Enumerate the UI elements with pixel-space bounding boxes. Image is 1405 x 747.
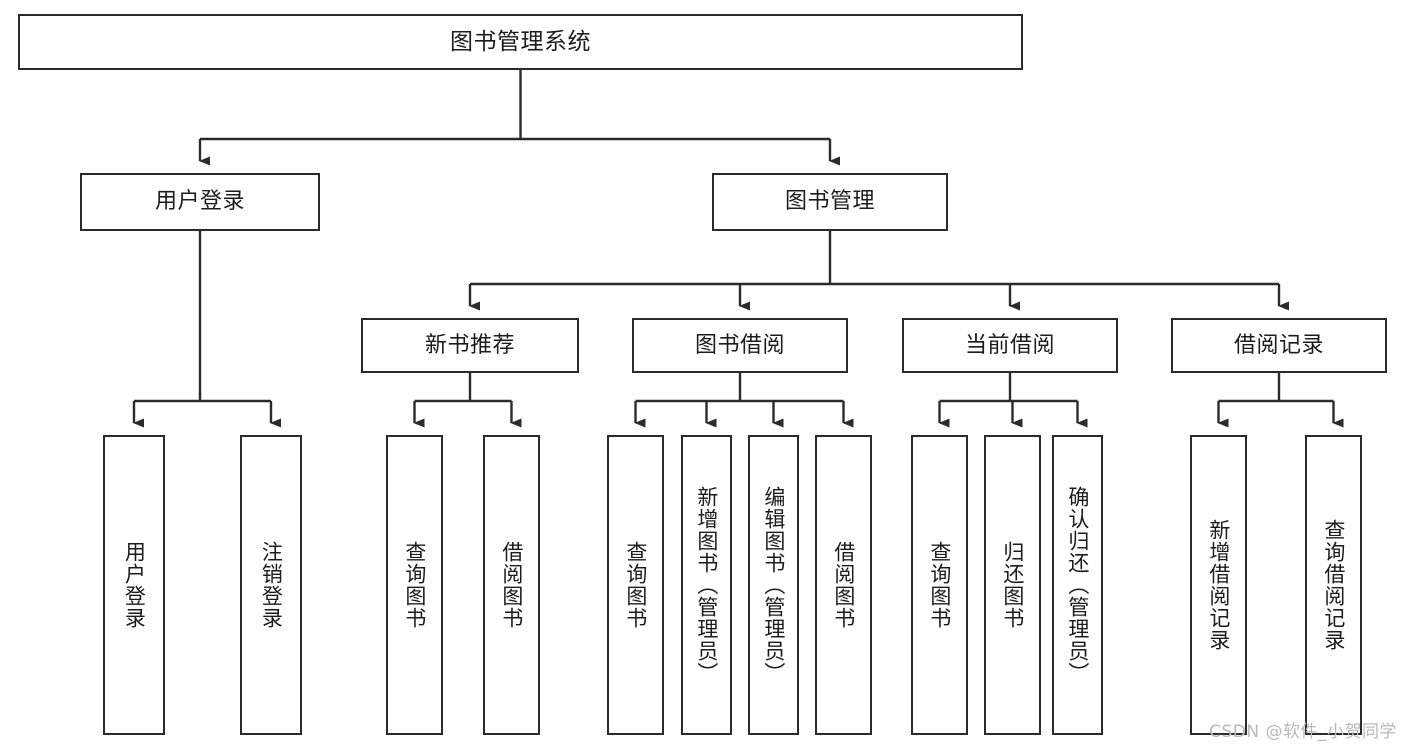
node-leaf-add-record[interactable]: 新增借阅记录 [1190, 435, 1247, 735]
node-leaf-borrow-book-2[interactable]: 借阅图书 [815, 435, 872, 735]
node-label-leaf-borrow-book-2: 借阅图书 [831, 541, 856, 629]
node-label-current-lend: 当前借阅 [964, 332, 1055, 358]
node-leaf-query-book-2[interactable]: 查询图书 [607, 435, 664, 735]
node-label-leaf-query-book-3: 查询图书 [927, 541, 952, 629]
node-leaf-edit-book[interactable]: 编辑图书（管理员） [748, 435, 799, 735]
node-user-login[interactable]: 用户登录 [80, 173, 320, 231]
node-leaf-borrow-book-1[interactable]: 借阅图书 [483, 435, 540, 735]
node-label-leaf-query-book-2: 查询图书 [623, 541, 648, 629]
node-label-root: 图书管理系统 [450, 28, 591, 55]
node-book-borrow[interactable]: 图书借阅 [632, 318, 848, 373]
node-leaf-query-book-3[interactable]: 查询图书 [911, 435, 968, 735]
node-leaf-query-record[interactable]: 查询借阅记录 [1305, 435, 1362, 735]
node-lend-record[interactable]: 借阅记录 [1171, 318, 1387, 373]
node-label-user-login: 用户登录 [154, 189, 245, 215]
node-label-leaf-borrow-book-1: 借阅图书 [499, 541, 524, 629]
node-book-manage[interactable]: 图书管理 [712, 173, 948, 231]
node-leaf-query-book-1[interactable]: 查询图书 [386, 435, 443, 735]
node-label-leaf-add-record: 新增借阅记录 [1206, 519, 1231, 651]
node-leaf-return-book[interactable]: 归还图书 [984, 435, 1041, 735]
node-label-leaf-confirm-return: 确认归还（管理员） [1065, 486, 1090, 684]
node-label-leaf-return-book: 归还图书 [1000, 541, 1025, 629]
node-label-leaf-user-login: 用户登录 [122, 541, 147, 629]
node-label-leaf-edit-book: 编辑图书（管理员） [761, 486, 786, 684]
node-root[interactable]: 图书管理系统 [18, 14, 1023, 70]
node-label-book-manage: 图书管理 [784, 189, 875, 215]
node-current-lend[interactable]: 当前借阅 [902, 318, 1118, 373]
node-label-leaf-query-book-1: 查询图书 [402, 541, 427, 629]
connector-group [132, 70, 1344, 428]
node-label-leaf-user-logout: 注销登录 [259, 541, 284, 629]
node-label-lend-record: 借阅记录 [1233, 332, 1324, 358]
node-label-new-book-rec: 新书推荐 [424, 332, 515, 358]
node-leaf-user-login[interactable]: 用户登录 [103, 435, 165, 735]
node-label-leaf-add-book: 新增图书（管理员） [694, 486, 719, 684]
node-label-book-borrow: 图书借阅 [694, 332, 785, 358]
node-leaf-confirm-return[interactable]: 确认归还（管理员） [1052, 435, 1103, 735]
node-label-leaf-query-record: 查询借阅记录 [1321, 519, 1346, 651]
node-leaf-user-logout[interactable]: 注销登录 [240, 435, 302, 735]
node-leaf-add-book[interactable]: 新增图书（管理员） [681, 435, 732, 735]
node-new-book-rec[interactable]: 新书推荐 [361, 318, 579, 373]
